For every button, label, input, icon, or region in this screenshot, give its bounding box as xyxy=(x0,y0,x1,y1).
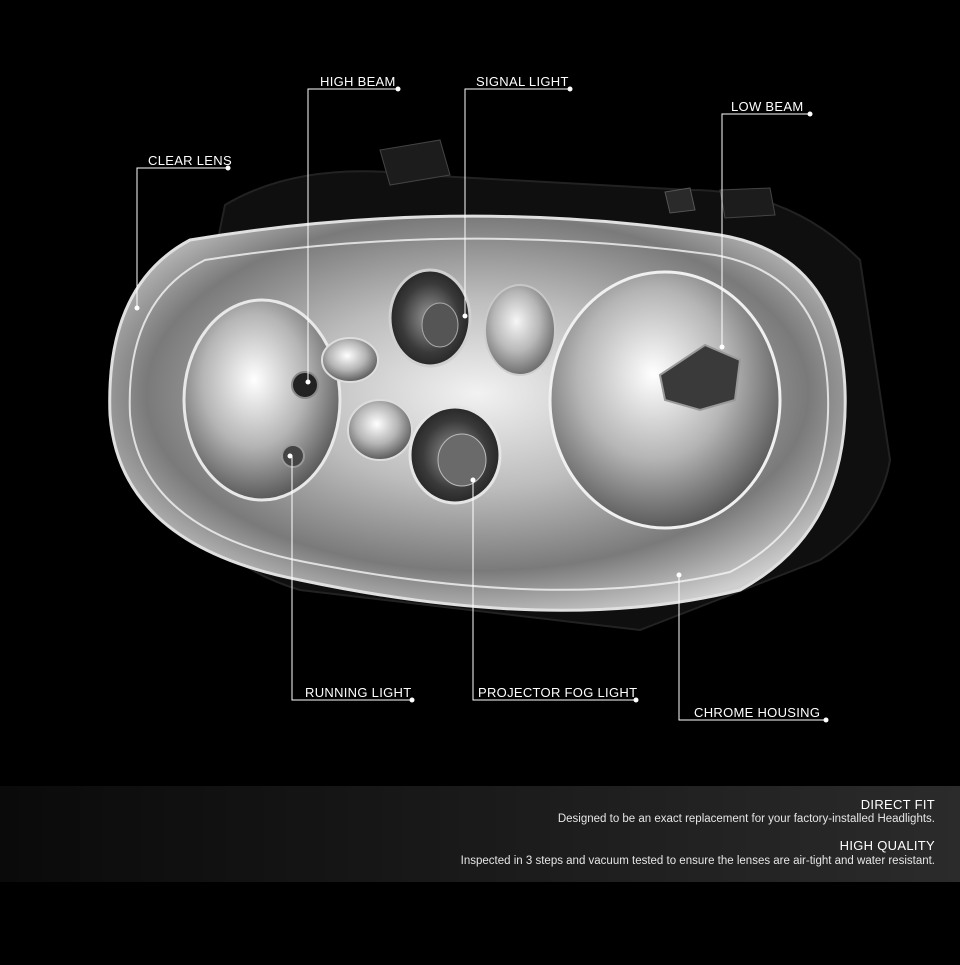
callout-line-high-beam xyxy=(307,88,398,382)
callout-line-signal-light xyxy=(464,88,570,316)
high-beam-bulb xyxy=(291,371,319,399)
mount-tab-right xyxy=(719,187,776,219)
side-bulb-upper xyxy=(321,337,379,383)
callout-line-low-beam xyxy=(721,113,810,347)
projector-fog-lens xyxy=(437,433,487,487)
side-bulb-lower xyxy=(347,399,413,461)
running-light-bulb xyxy=(281,444,305,468)
callout-chrome-housing: CHROME HOUSING xyxy=(694,705,821,720)
callout-dots xyxy=(134,86,829,723)
mount-tab-left xyxy=(379,139,451,186)
feature-title-high-quality: HIGH QUALITY xyxy=(839,838,935,853)
high-beam-reflector xyxy=(182,298,342,502)
callout-high-beam: HIGH BEAM xyxy=(320,74,396,89)
callout-running-light: RUNNING LIGHT xyxy=(305,685,412,700)
low-beam-bulb xyxy=(658,343,742,412)
callout-line-clear-lens xyxy=(136,167,228,308)
callout-low-beam: LOW BEAM xyxy=(731,99,804,114)
signal-light-core xyxy=(421,302,459,348)
feature-text-high-quality: Inspected in 3 steps and vacuum tested t… xyxy=(460,855,935,867)
lens-inner-rim xyxy=(128,237,830,591)
callout-clear-lens: CLEAR LENS xyxy=(148,153,232,168)
mount-tab-mid xyxy=(664,187,696,214)
callout-line-chrome-housing xyxy=(678,575,826,721)
callout-signal-light: SIGNAL LIGHT xyxy=(476,74,569,89)
center-reflector xyxy=(484,284,556,376)
feature-title-direct-fit: DIRECT FIT xyxy=(860,797,935,812)
callout-projector-fog-light: PROJECTOR FOG LIGHT xyxy=(478,685,638,700)
feature-band: DIRECT FIT Designed to be an exact repla… xyxy=(0,786,960,882)
feature-text-direct-fit: Designed to be an exact replacement for … xyxy=(557,813,935,825)
callout-line-fog-light xyxy=(472,480,636,701)
